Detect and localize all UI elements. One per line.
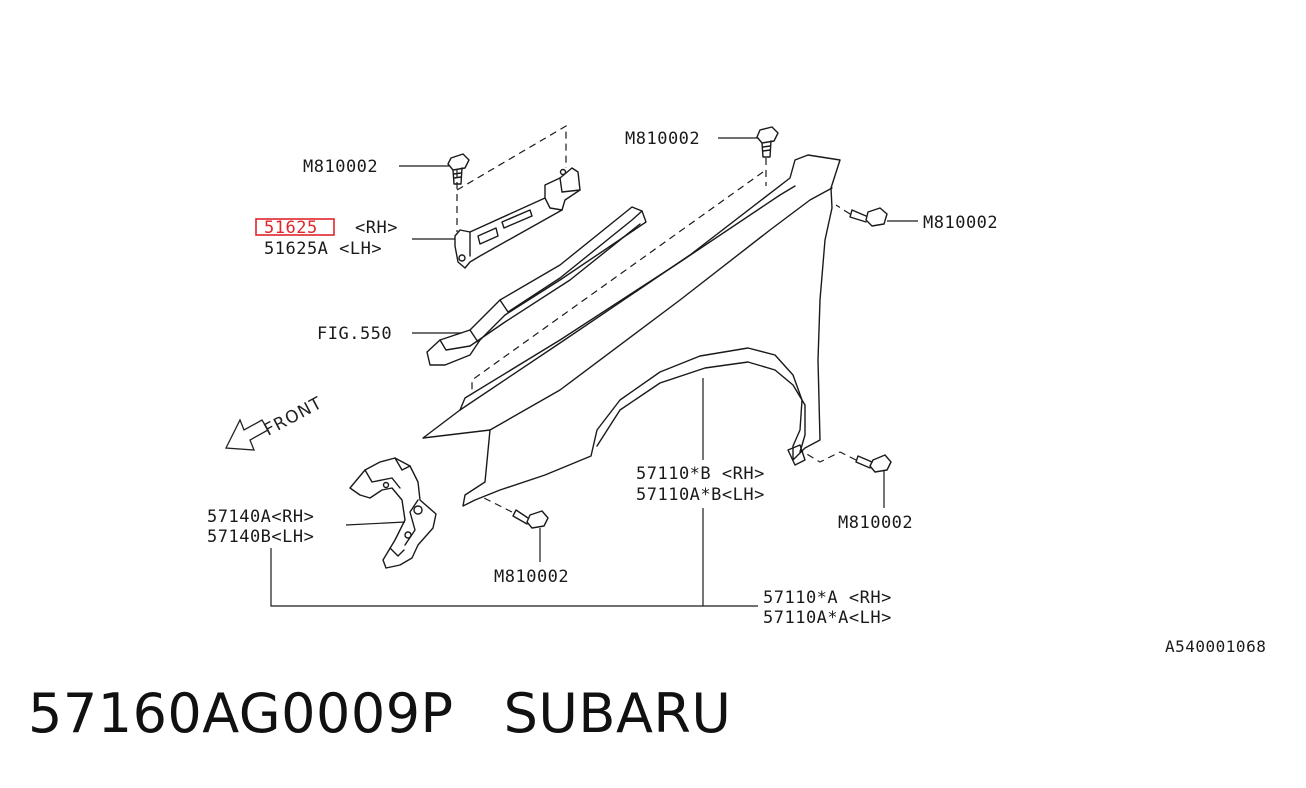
dashed-guide xyxy=(799,449,857,463)
part-highlight-box[interactable] xyxy=(255,218,335,236)
drawing-id: A540001068 xyxy=(1165,637,1266,656)
brand-name: SUBARU xyxy=(503,682,732,745)
fender-body-line xyxy=(489,187,833,431)
callout-bracket-lh: 51625A <LH> xyxy=(264,239,382,259)
front-arrow-icon xyxy=(224,418,269,451)
page-caption: 57160AG0009P SUBARU xyxy=(28,682,731,745)
fender-rear-tab xyxy=(787,444,806,466)
mud-guard xyxy=(349,457,437,569)
callout-fender-a-lh: 57110A*A<LH> xyxy=(763,608,892,628)
dashed-guide xyxy=(835,204,851,215)
callout-mudguard-rh: 57140A<RH> xyxy=(207,507,314,527)
dashed-guide xyxy=(456,124,567,191)
fender-top-inner xyxy=(459,185,796,411)
bolt-icon xyxy=(447,153,470,185)
callout-bracket-rh-part[interactable]: 51625 xyxy=(264,218,318,238)
bolt-icon xyxy=(855,454,892,473)
front-label: FRONT xyxy=(261,393,326,440)
bolt-icon xyxy=(849,207,888,227)
fender-arch-lip xyxy=(596,361,806,453)
dashed-guide xyxy=(481,496,513,513)
callout-fig-ref: FIG.550 xyxy=(317,324,392,344)
callout-bolt-top-left: M810002 xyxy=(303,157,378,177)
fender-outline xyxy=(422,154,841,507)
leader-line xyxy=(270,548,758,607)
callout-bolt-bottom-right: M810002 xyxy=(838,513,913,533)
callout-bolt-right: M810002 xyxy=(923,213,998,233)
callout-fender-b-lh: 57110A*B<LH> xyxy=(636,485,765,505)
leader-line xyxy=(345,521,406,526)
callout-fender-a-rh: 57110*A <RH> xyxy=(763,588,892,608)
seal-strip xyxy=(426,206,647,366)
part-number: 57160AG0009P xyxy=(28,682,454,745)
callout-bracket-rh-side: <RH> xyxy=(355,218,398,238)
callout-fender-b-rh: 57110*B <RH> xyxy=(636,464,765,484)
dashed-guide xyxy=(471,171,764,390)
bolt-icon xyxy=(756,126,779,158)
bolt-icon xyxy=(512,509,549,529)
callout-bolt-bottom-center: M810002 xyxy=(494,567,569,587)
callout-bolt-top-center: M810002 xyxy=(625,129,700,149)
callout-mudguard-lh: 57140B<LH> xyxy=(207,527,314,547)
